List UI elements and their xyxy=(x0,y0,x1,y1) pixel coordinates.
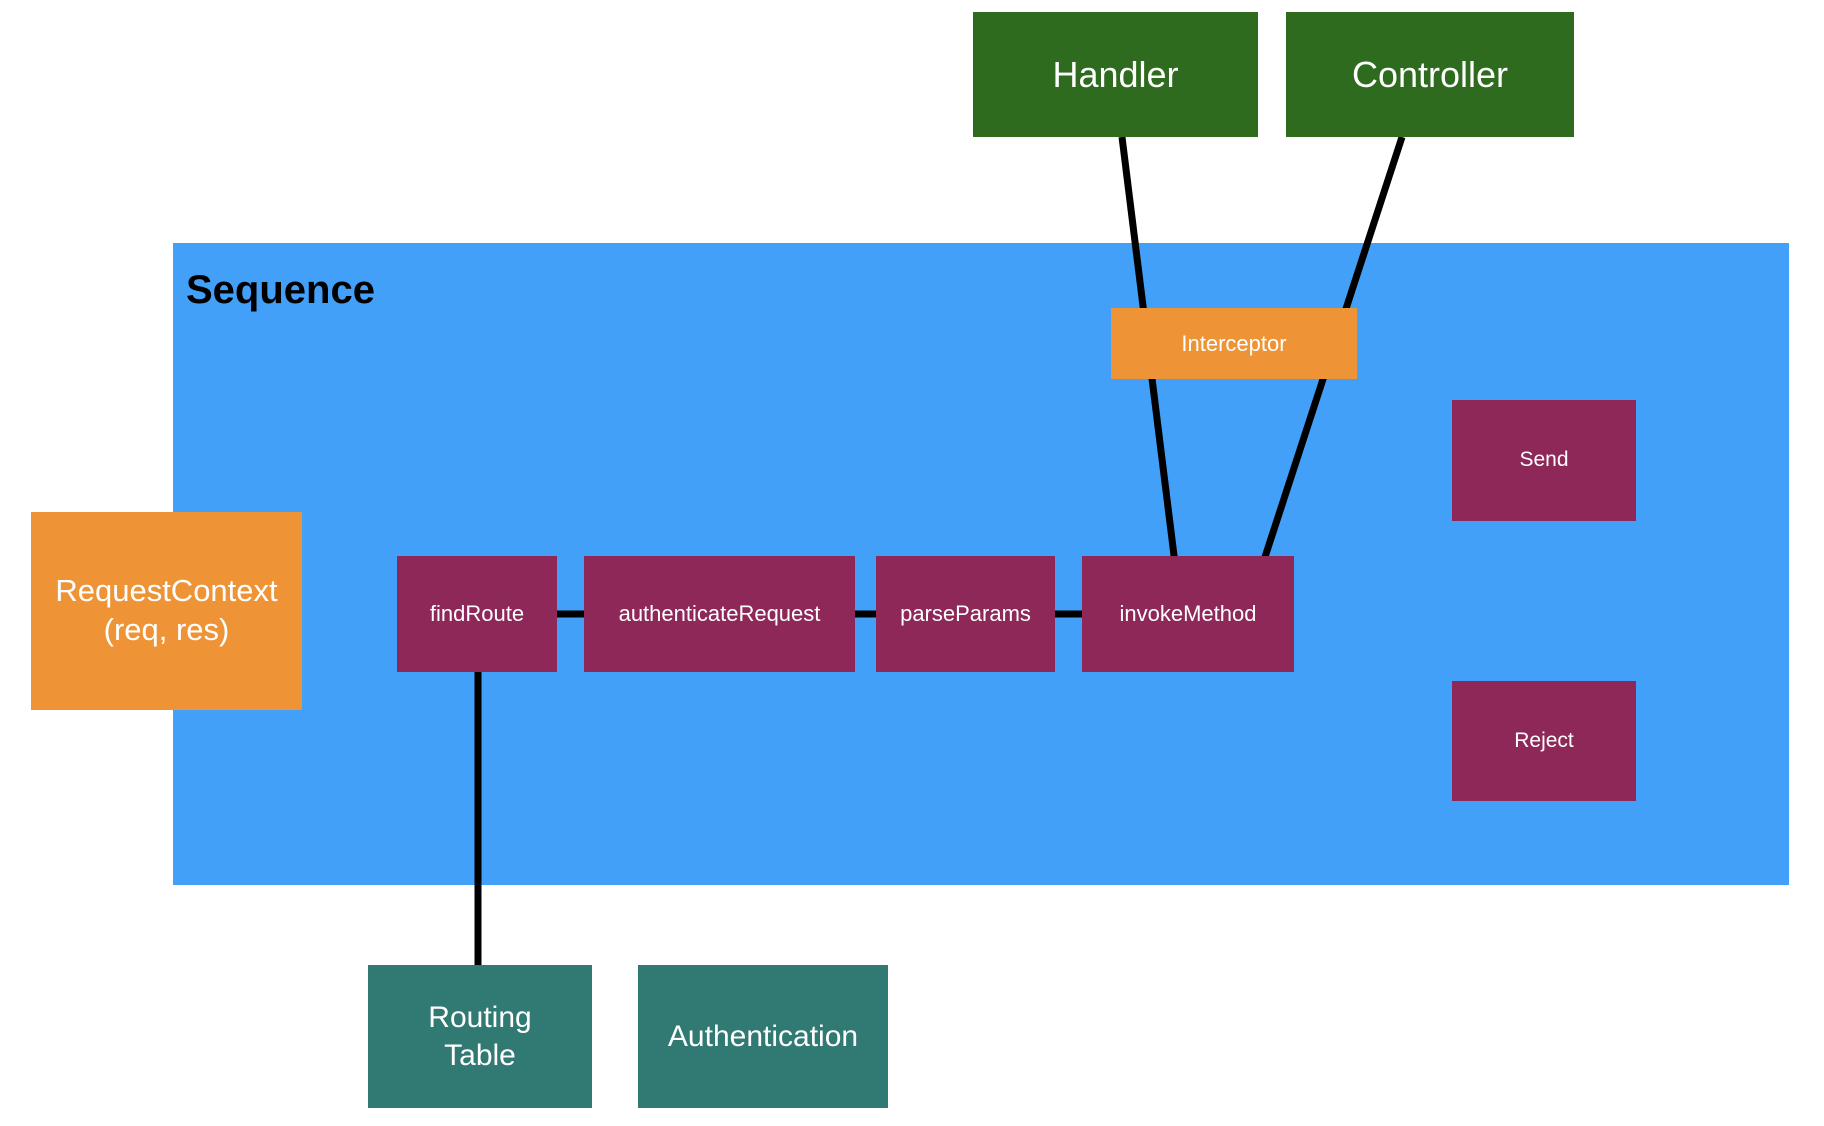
node-interceptor[interactable]: Interceptor xyxy=(1111,308,1357,379)
node-routing-table[interactable]: Routing Table xyxy=(368,965,592,1108)
node-authentication[interactable]: Authentication xyxy=(638,965,888,1108)
node-handler-label: Handler xyxy=(1052,54,1179,95)
node-find-route-label: findRoute xyxy=(429,601,525,627)
node-routing-table-label: Routing Table xyxy=(428,1001,532,1072)
node-request-context[interactable]: RequestContext (req, res) xyxy=(31,512,302,710)
node-interceptor-label: Interceptor xyxy=(1181,330,1287,356)
node-parse-params-label: parseParams xyxy=(900,601,1031,627)
node-parse-params[interactable]: parseParams xyxy=(876,556,1055,672)
node-send-label: Send xyxy=(1519,448,1569,472)
node-find-route[interactable]: findRoute xyxy=(397,556,557,672)
sequence-container-title: Sequence xyxy=(186,268,375,312)
node-handler[interactable]: Handler xyxy=(973,12,1258,137)
node-controller-label: Controller xyxy=(1351,54,1509,95)
node-controller[interactable]: Controller xyxy=(1286,12,1574,137)
node-send[interactable]: Send xyxy=(1452,400,1636,521)
node-authenticate-request[interactable]: authenticateRequest xyxy=(584,556,855,672)
node-authentication-label: Authentication xyxy=(667,1019,859,1053)
node-reject-label: Reject xyxy=(1514,728,1574,752)
node-invoke-method[interactable]: invokeMethod xyxy=(1082,556,1294,672)
node-authenticate-request-label: authenticateRequest xyxy=(618,601,821,627)
node-request-context-label: RequestContext (req, res) xyxy=(55,573,278,647)
node-invoke-method-label: invokeMethod xyxy=(1119,601,1257,627)
node-reject[interactable]: Reject xyxy=(1452,681,1636,801)
